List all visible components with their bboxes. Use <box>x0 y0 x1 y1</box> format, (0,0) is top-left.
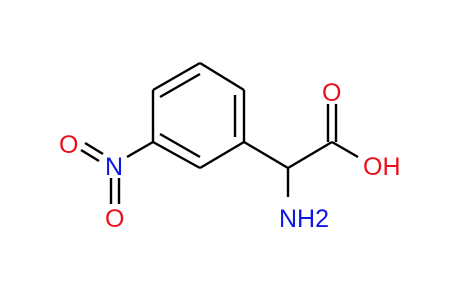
nitro-oxygen-top-label: O <box>59 131 78 159</box>
ring-bond-top-inner <box>159 72 201 99</box>
nitro-nitrogen-label: N <box>105 153 123 181</box>
ring-bond-lower-right <box>199 140 245 170</box>
nitrogen-oxygen-top-bond-b <box>80 148 100 163</box>
ring-bond-upper-right <box>199 61 245 92</box>
ring-bond-bottom <box>152 140 201 170</box>
ring-nitrogen-bond <box>126 140 154 159</box>
nitrogen-oxygen-top-bond-a <box>84 141 104 156</box>
amino-acid-side-chain: O OH NH2 <box>243 79 401 233</box>
hydroxyl-bond <box>331 140 359 159</box>
benzene-ring <box>151 61 246 170</box>
ring-bond-top <box>152 61 201 92</box>
carbonyl-oxygen-label: O <box>322 79 341 107</box>
ring-bond-bottom-inner <box>159 132 201 159</box>
nitro-group: O N O <box>59 131 154 233</box>
ring-alpha-carbon-bond <box>243 140 289 170</box>
nitro-oxygen-bottom-label: O <box>105 205 124 233</box>
alpha-carbon-carboxyl-bond <box>287 140 333 170</box>
amine-label: NH2 <box>279 205 329 233</box>
hydroxyl-label: OH <box>363 153 401 181</box>
